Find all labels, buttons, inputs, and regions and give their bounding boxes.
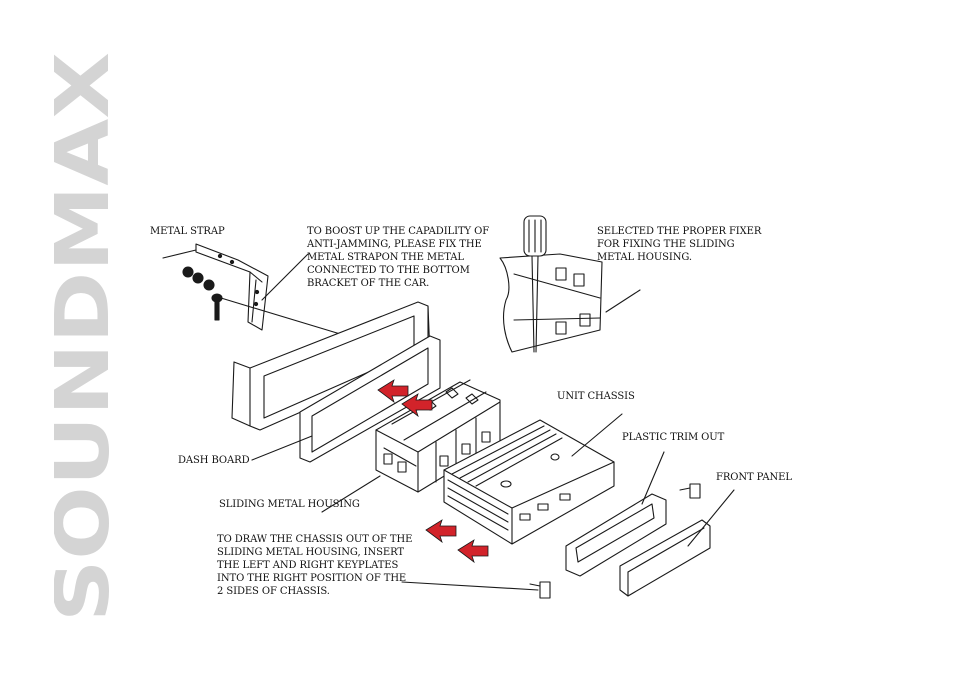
- draw-note-line: SLIDING METAL HOUSING, INSERT: [217, 547, 404, 558]
- fixer-note-line: FOR FIXING THE SLIDING: [597, 239, 735, 250]
- boost-note: TO BOOST UP THE CAPADILITY OF ANTI-JAMMI…: [307, 225, 489, 290]
- draw-note: TO DRAW THE CHASSIS OUT OF THE SLIDING M…: [217, 533, 412, 598]
- label-dash-board: DASH BOARD: [178, 455, 250, 466]
- label-plastic-trim: PLASTIC TRIM OUT: [622, 432, 725, 443]
- screwdriver-inset-illustration: [499, 215, 603, 353]
- draw-note-line: INTO THE RIGHT POSITION OF THE: [217, 573, 407, 584]
- soundmax-watermark: SOUNDMAX: [54, 52, 114, 622]
- plastic-trim-illustration: [565, 493, 667, 577]
- direction-arrows: [377, 379, 489, 564]
- front-panel-illustration: [619, 519, 711, 597]
- metal-strap-illustration: [162, 243, 381, 347]
- boost-note-line: METAL STRAPON THE METAL: [307, 252, 464, 263]
- label-front-panel: FRONT PANEL: [716, 472, 792, 483]
- label-unit-chassis: UNIT CHASSIS: [557, 391, 635, 402]
- keyplate-illustration: [529, 483, 701, 599]
- brand-text: SOUNDMAX: [54, 52, 114, 622]
- fixer-note-line: METAL HOUSING.: [597, 252, 693, 263]
- fixer-note: SELECTED THE PROPER FIXER FOR FIXING THE…: [597, 225, 761, 264]
- boost-note-line: TO BOOST UP THE CAPADILITY OF: [307, 226, 490, 237]
- label-sliding-housing: SLIDING METAL HOUSING: [219, 499, 360, 510]
- boost-note-line: ANTI-JAMMING, PLEASE FIX THE: [307, 239, 482, 250]
- draw-note-line: 2 SIDES OF CHASSIS.: [217, 586, 330, 597]
- trim-plate-illustration: [299, 335, 441, 463]
- draw-note-line: THE LEFT AND RIGHT KEYPLATES: [217, 560, 399, 571]
- boost-note-line: BRACKET OF THE CAR.: [307, 278, 430, 289]
- boost-note-line: CONNECTED TO THE BOTTOM: [307, 265, 470, 276]
- draw-note-line: TO DRAW THE CHASSIS OUT OF THE: [217, 534, 413, 545]
- unit-chassis-illustration: [443, 419, 615, 545]
- fixer-note-line: SELECTED THE PROPER FIXER: [597, 226, 762, 237]
- label-metal-strap: METAL STRAP: [150, 226, 225, 237]
- leader-lines: [251, 253, 735, 591]
